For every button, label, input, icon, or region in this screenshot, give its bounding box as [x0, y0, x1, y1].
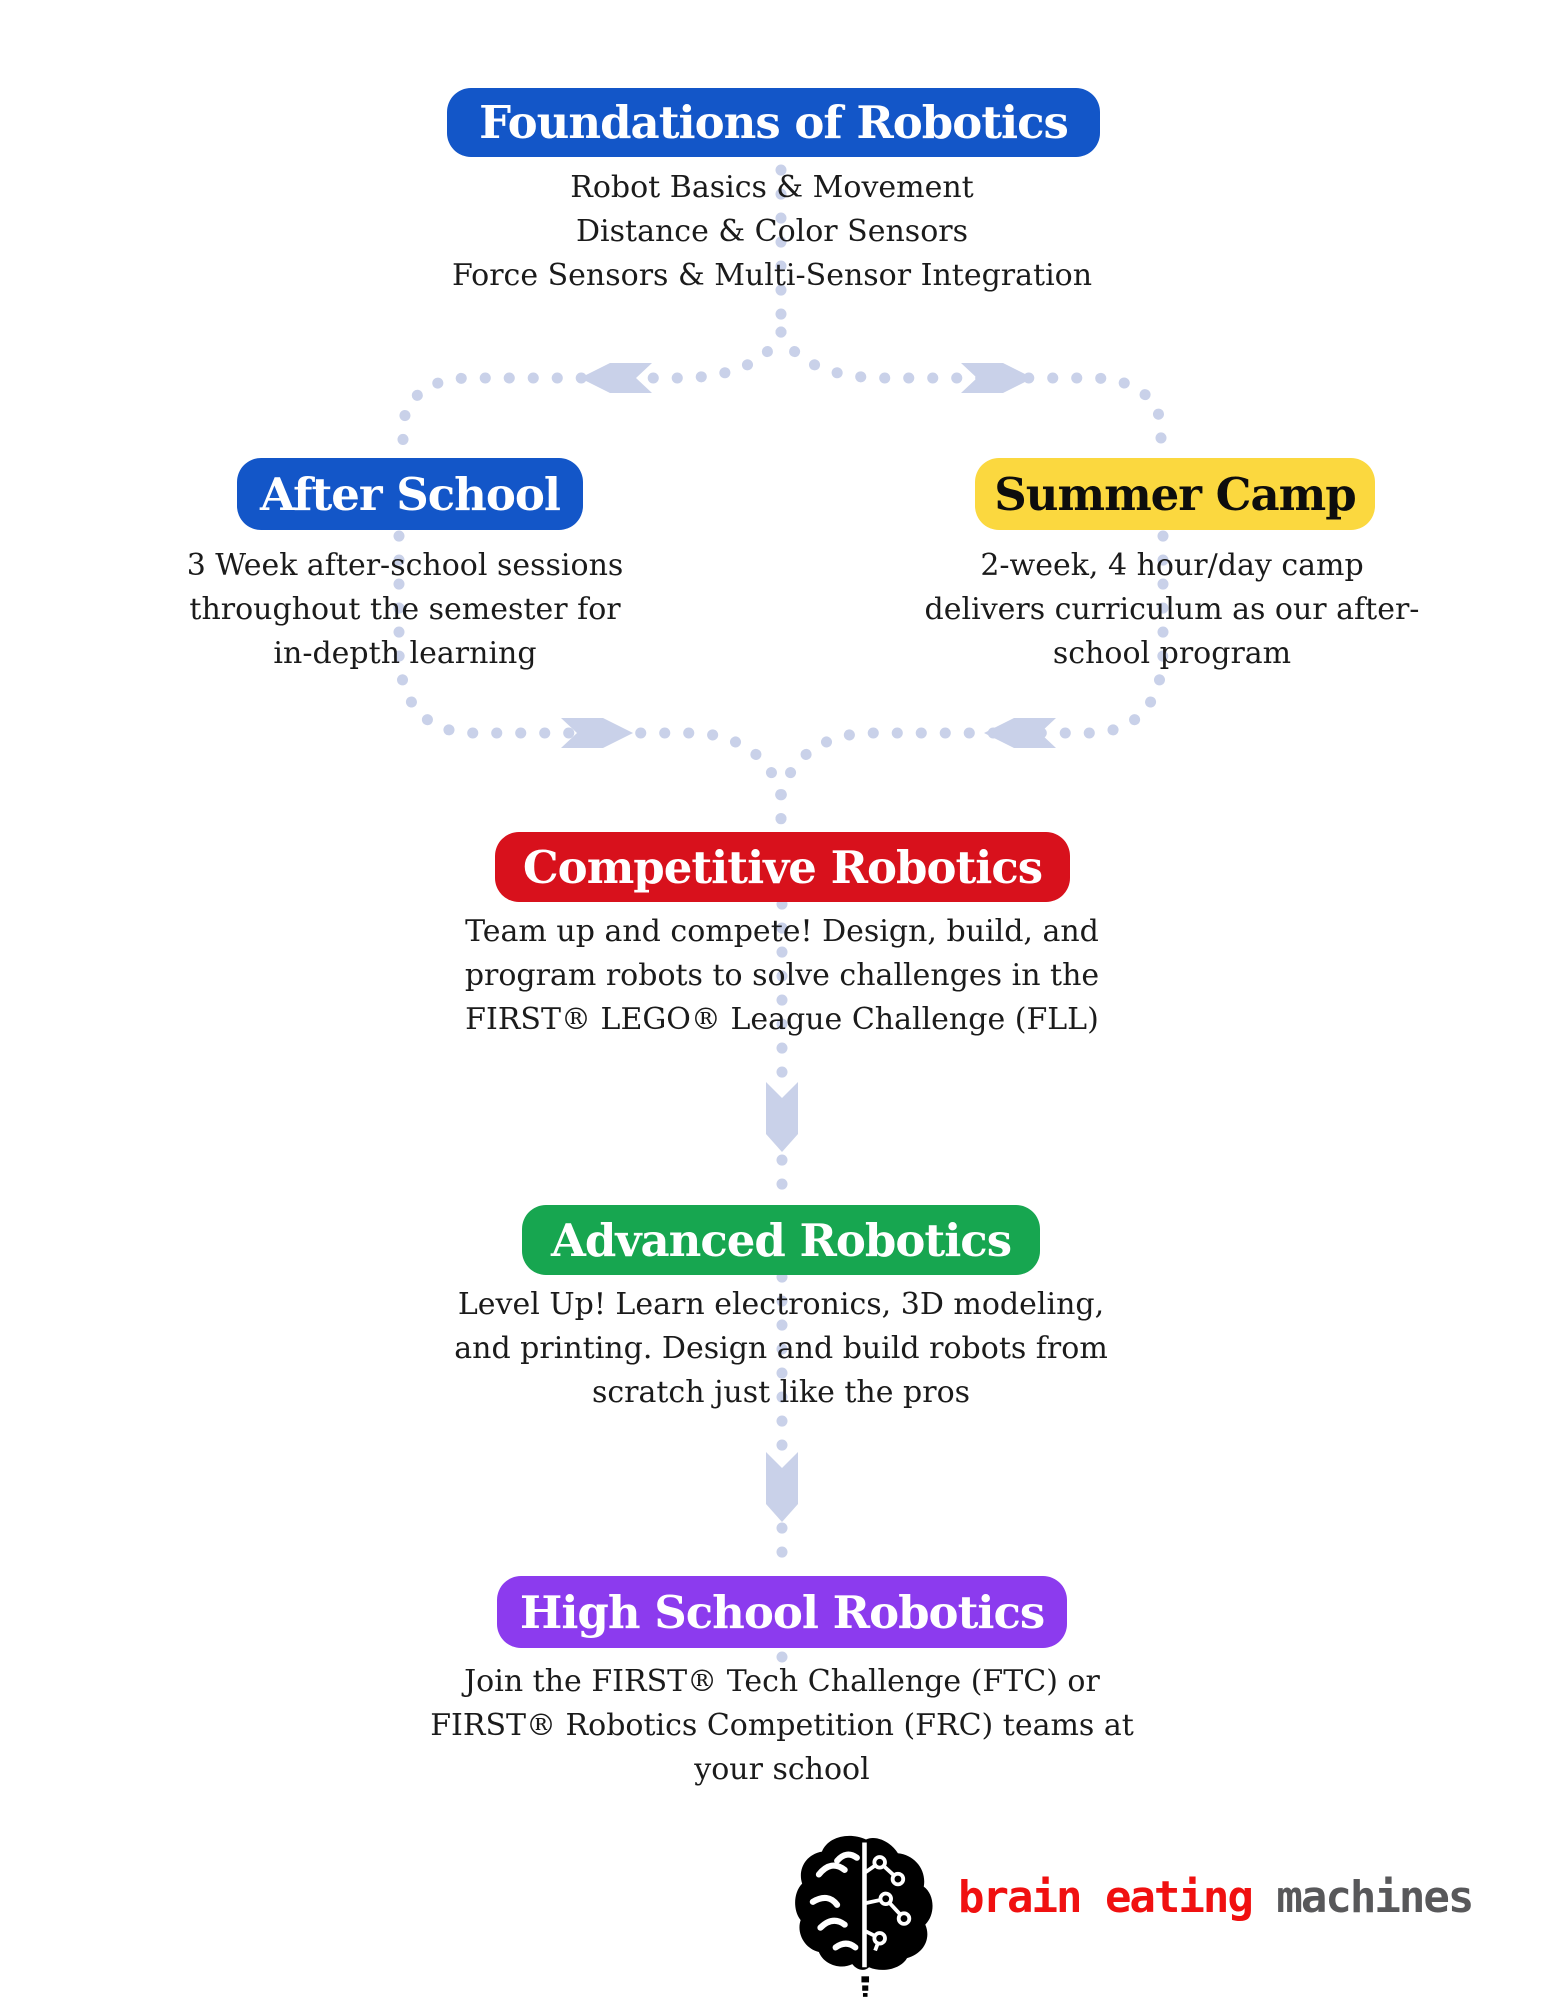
- description-line: 2-week, 4 hour/day camp: [980, 548, 1364, 583]
- node-title: Foundations of Robotics: [479, 96, 1069, 149]
- brain-circuit-icon: [795, 1835, 933, 1997]
- after-school-description: 3 Week after-school sessions throughout …: [105, 544, 705, 676]
- connector-end-dot: [776, 1651, 788, 1663]
- summer-camp-description: 2-week, 4 hour/day camp delivers curricu…: [872, 544, 1472, 676]
- node-title: After School: [259, 467, 561, 521]
- node-title: High School Robotics: [519, 1585, 1045, 1639]
- node-title: Competitive Robotics: [522, 840, 1043, 894]
- node-summer-camp: Summer Camp: [975, 458, 1375, 530]
- brand-word-red: brain eating: [958, 1872, 1254, 1923]
- node-competitive-robotics: Competitive Robotics: [495, 832, 1070, 902]
- description-line: Force Sensors & Multi-Sensor Integration: [451, 258, 1093, 293]
- description-line: throughout the semester for: [189, 592, 621, 627]
- node-high-school-robotics: High School Robotics: [497, 1576, 1067, 1648]
- description-line: 3 Week after-school sessions: [186, 548, 624, 583]
- flow-arrow-down-icon: [766, 1082, 798, 1152]
- description-line: Distance & Color Sensors: [575, 214, 968, 249]
- connector-after-school-to-competitive: [393, 530, 787, 834]
- foundations-description: Robot Basics & Movement Distance & Color…: [272, 166, 1272, 298]
- node-title: Advanced Robotics: [550, 1213, 1012, 1267]
- brand-wordmark: brain eating machines: [958, 1872, 1474, 1923]
- brand-logo: brain eating machines: [790, 1830, 1474, 1998]
- flow-arrow-down-icon: [766, 1452, 798, 1522]
- node-after-school: After School: [237, 458, 583, 530]
- connector-summer-camp-to-competitive: [775, 530, 1169, 834]
- flow-arrow-left-icon: [984, 718, 1056, 748]
- flow-arrow-left-icon: [580, 363, 652, 393]
- advanced-description: Level Up! Learn electronics, 3D modeling…: [381, 1283, 1181, 1415]
- description-line: FIRST® LEGO® League Challenge (FLL): [465, 1002, 1099, 1037]
- description-line: Team up and compete! Design, build, and: [465, 914, 1099, 949]
- connector-to-summer-camp: [775, 326, 1167, 462]
- description-line: Robot Basics & Movement: [570, 170, 974, 205]
- flow-arrow-right-icon: [561, 718, 633, 748]
- description-line: program robots to solve challenges in th…: [464, 958, 1100, 993]
- flow-arrow-right-icon: [961, 363, 1033, 393]
- node-title: Summer Camp: [994, 467, 1357, 521]
- connector-to-after-school: [397, 326, 787, 462]
- description-line: delivers curriculum as our after-: [924, 592, 1420, 627]
- description-line: scratch just like the pros: [591, 1375, 971, 1410]
- node-foundations-of-robotics: Foundations of Robotics: [447, 88, 1100, 157]
- description-line: Level Up! Learn electronics, 3D modeling…: [457, 1287, 1105, 1322]
- description-line: FIRST® Robotics Competition (FRC) teams …: [430, 1708, 1134, 1743]
- description-line: in-depth learning: [273, 636, 537, 671]
- brand-word-gray: machines: [1251, 1872, 1474, 1923]
- node-advanced-robotics: Advanced Robotics: [522, 1205, 1040, 1275]
- description-line: and printing. Design and build robots fr…: [454, 1331, 1108, 1366]
- description-line: Join the FIRST® Tech Challenge (FTC) or: [464, 1664, 1100, 1699]
- competitive-description: Team up and compete! Design, build, and …: [382, 910, 1182, 1042]
- description-line: school program: [1052, 636, 1292, 671]
- description-line: your school: [694, 1752, 870, 1787]
- high-school-description: Join the FIRST® Tech Challenge (FTC) or …: [382, 1660, 1182, 1792]
